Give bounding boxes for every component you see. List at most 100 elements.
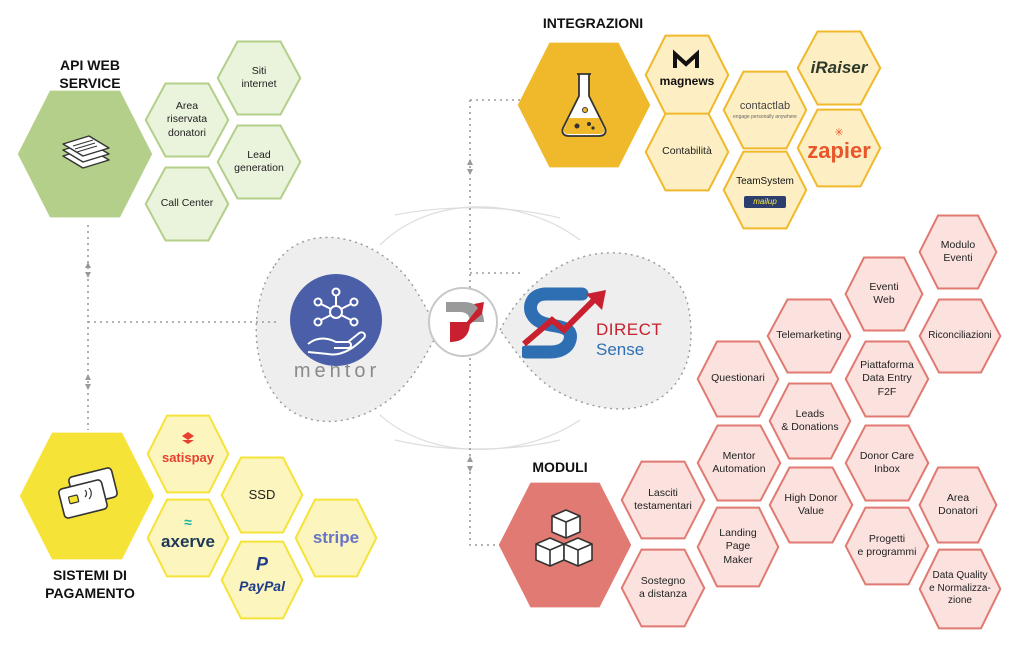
connector-right-trunk xyxy=(469,100,505,546)
hex-axerve: ≈ axerve xyxy=(146,498,230,578)
ring-arc-bottom xyxy=(379,414,581,450)
hex-modulo-eventi: Modulo Eventi xyxy=(918,214,998,290)
paypal-logo-text: PayPal xyxy=(239,578,285,594)
teamsystem-logo-text: TeamSystem xyxy=(736,176,794,187)
cubes-icon xyxy=(535,509,593,567)
directsense-trend-arrow xyxy=(522,297,597,347)
zapier-asterisk-icon: ✳ xyxy=(834,127,844,139)
mentor-icon xyxy=(290,274,382,366)
hex-questionari-label: Questionari xyxy=(711,372,765,385)
center-rings xyxy=(379,206,581,450)
hex-area-riservata-donatori-label: Area riservata donatori xyxy=(166,100,208,139)
hex-questionari: Questionari xyxy=(696,340,780,418)
hex-mentor-automation: Mentor Automation xyxy=(696,424,782,502)
hex-lasciti-testamentari-label: Lasciti testamentari xyxy=(634,486,692,512)
hex-data-quality-label: Data Quality e Normalizza- zione xyxy=(929,570,991,607)
hex-telemarketing-label: Telemarketing xyxy=(776,329,842,342)
hex-contabilita-label: Contabilità xyxy=(662,145,712,158)
hex-satispay: satispay xyxy=(146,414,230,494)
satispay-logo-text: satispay xyxy=(161,450,215,465)
contactlab-logo-text: contactlab xyxy=(739,100,791,112)
hex-lead-generation: Lead generation xyxy=(216,124,302,200)
hex-ssd-label: SSD xyxy=(248,486,276,502)
center-logo-arrow xyxy=(454,302,484,338)
credit-card-icon xyxy=(58,467,118,519)
satispay-logo-icon xyxy=(182,432,194,444)
hex-progetti-programmi: Progetti e programmi xyxy=(844,506,930,586)
hex-contabilita: Contabilità xyxy=(644,112,730,192)
center-logo xyxy=(428,287,498,357)
hex-magnews: magnews xyxy=(644,34,730,116)
hex-landing-page-maker: Landing Page Maker xyxy=(696,506,780,588)
connectors xyxy=(87,99,520,546)
axerve-logo-icon: ≈ xyxy=(184,514,192,530)
hex-piattaforma-data-entry-label: Piattaforma Data Entry F2F xyxy=(860,359,914,398)
hex-piattaforma-data-entry: Piattaforma Data Entry F2F xyxy=(844,340,930,418)
ring-arc-top-2 xyxy=(394,207,561,219)
hex-zapier: ✳ zapier xyxy=(796,108,882,188)
hex-area-donatori-label: Area Donatori xyxy=(938,491,978,517)
hex-siti-internet-label: Siti internet xyxy=(241,64,277,90)
hex-leads-donations: Leads & Donations xyxy=(768,382,852,460)
connector-arrows xyxy=(85,159,473,472)
arrow-mark xyxy=(467,456,473,472)
magnews-logo-text: magnews xyxy=(659,74,715,88)
zapier-logo-text: zapier xyxy=(807,138,871,163)
mentor-label: mentor xyxy=(293,360,381,382)
hex-donor-care-inbox-label: Donor Care Inbox xyxy=(859,449,915,475)
hex-area-donatori: Area Donatori xyxy=(918,466,998,544)
stripe-logo-text: stripe xyxy=(312,528,360,548)
hex-modulo-eventi-label: Modulo Eventi xyxy=(940,238,976,264)
iraiser-logo-text: iRaiser xyxy=(810,58,868,78)
arrow-mark xyxy=(85,374,91,390)
hex-stripe: stripe xyxy=(294,498,378,578)
directsense-logo-mark xyxy=(522,287,606,359)
hex-riconciliazioni: Riconciliazioni xyxy=(918,298,1002,374)
documents-icon xyxy=(62,135,110,169)
hex-leads-donations-label: Leads & Donations xyxy=(781,407,839,433)
hex-contactlab: contactlab engage personally anywhere xyxy=(722,70,808,150)
hex-lasciti-testamentari: Lasciti testamentari xyxy=(620,460,706,540)
hex-eventi-web-label: Eventi Web xyxy=(869,280,899,306)
integrazioni-title: INTEGRAZIONI xyxy=(542,15,644,31)
moduli-main-hex xyxy=(496,480,634,610)
hex-ssd: SSD xyxy=(220,456,304,534)
hex-sostegno-a-distanza: Sostegno a distanza xyxy=(620,548,706,628)
sistemi-pagamento-title: SISTEMI DI PAGAMENTO xyxy=(45,567,135,602)
magnews-logo-icon xyxy=(673,49,699,68)
ring-arc-bottom-2 xyxy=(394,439,561,450)
contactlab-tagline: engage personally anywhere xyxy=(733,114,797,120)
hex-teamsystem-mailup: TeamSystem mailup xyxy=(722,150,808,230)
hex-siti-internet: Siti internet xyxy=(216,40,302,116)
hex-sostegno-a-distanza-label: Sostegno a distanza xyxy=(639,574,687,600)
hex-high-donor-value: High Donor Value xyxy=(768,466,854,544)
ring-arc-top xyxy=(379,206,581,246)
network-icon xyxy=(307,287,366,356)
arrow-mark xyxy=(85,262,91,278)
hex-area-riservata-donatori: Area riservata donatori xyxy=(144,82,230,158)
hex-donor-care-inbox: Donor Care Inbox xyxy=(844,424,930,502)
hex-iraiser: iRaiser xyxy=(796,30,882,106)
moduli-title: MODULI xyxy=(532,459,588,475)
arrow-mark xyxy=(467,159,473,175)
hex-eventi-web: Eventi Web xyxy=(844,256,924,332)
hex-riconciliazioni-label: Riconciliazioni xyxy=(928,329,992,341)
hex-paypal: P PayPal xyxy=(220,540,304,620)
flask-icon xyxy=(561,73,607,137)
hex-mentor-automation-label: Mentor Automation xyxy=(712,449,766,475)
api-web-service-main-hex xyxy=(15,88,155,220)
sistemi-pagamento-main-hex xyxy=(17,430,157,562)
paypal-logo-icon: P xyxy=(255,554,268,574)
mailup-logo-text: mailup xyxy=(744,196,786,208)
hex-data-quality: Data Quality e Normalizza- zione xyxy=(918,548,1002,630)
hex-high-donor-value-label: High Donor Value xyxy=(784,491,838,517)
directsense-arrow-head xyxy=(586,290,606,310)
directsense-direct-label: DIRECT xyxy=(596,320,663,339)
hex-call-center: Call Center xyxy=(144,166,230,242)
hex-call-center-label: Call Center xyxy=(160,197,214,210)
hex-telemarketing: Telemarketing xyxy=(766,298,852,374)
hex-landing-page-maker-label: Landing Page Maker xyxy=(719,527,757,566)
directsense-sense-label: Sense xyxy=(596,340,645,359)
axerve-logo-text: axerve xyxy=(161,532,215,551)
